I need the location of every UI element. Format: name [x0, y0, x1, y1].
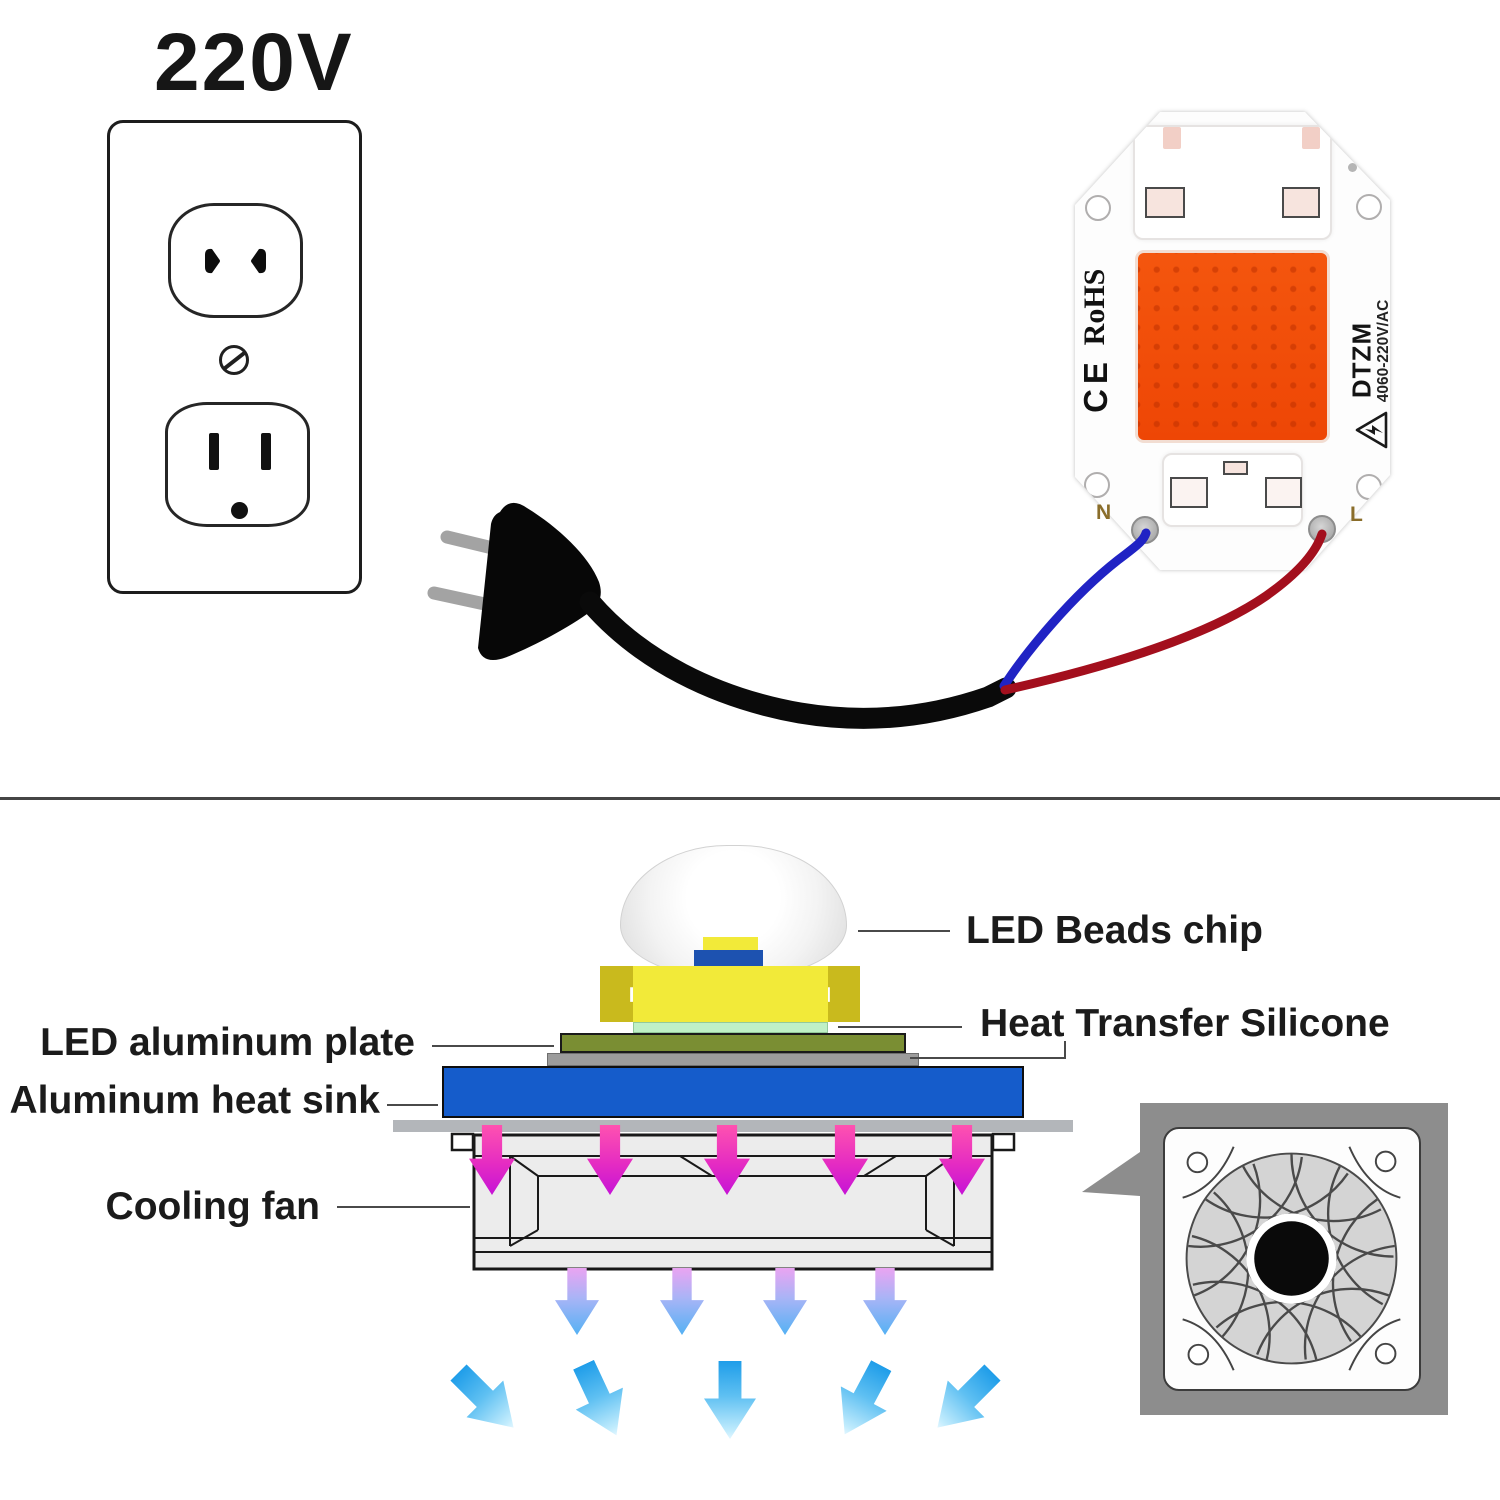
airflow-arrow: [660, 1268, 704, 1335]
component-chip: [1170, 477, 1208, 508]
mounting-hole: [1356, 194, 1382, 220]
plug-and-wires: [427, 502, 1327, 729]
wall-outlet-icon: [107, 120, 362, 594]
live-wire-red: [1000, 529, 1327, 695]
power-plug-icon: [427, 502, 1017, 729]
label-cooling-fan: Cooling fan: [105, 1185, 320, 1228]
component-pad: [1302, 127, 1320, 149]
heat-transfer-silicone-layer: [633, 1022, 828, 1033]
callout-line: [387, 1104, 438, 1106]
voltage-title: 220V: [154, 17, 354, 108]
exhaust-arrow: [822, 1353, 905, 1446]
label-heat-transfer-silicone: Heat Transfer Silicone: [980, 1002, 1390, 1045]
us-socket-ground-hole: [231, 502, 248, 519]
callout-line: [1064, 1041, 1066, 1059]
fan-blades-icon: [1182, 1146, 1401, 1371]
mounting-hole: [1085, 195, 1111, 221]
callout-line: [337, 1206, 470, 1208]
callout-line: [910, 1057, 1066, 1059]
fan-hub: [1254, 1221, 1329, 1296]
component-chip: [1145, 187, 1185, 218]
exhaust-arrow: [919, 1354, 1011, 1446]
us-socket: [165, 402, 310, 527]
terminal-l-label: L: [1350, 503, 1363, 526]
callout-line: [858, 930, 950, 932]
airflow-arrow: [863, 1268, 907, 1335]
euro-socket-slots-icon: [205, 248, 266, 274]
component-chip: [1265, 477, 1302, 508]
mounting-hole: [1084, 472, 1110, 498]
component-pad: [1163, 127, 1181, 149]
fiducial-dot: [1348, 163, 1357, 172]
us-socket-slot-right: [261, 433, 271, 470]
label-led-beads-chip: LED Beads chip: [966, 909, 1263, 952]
cob-led-emitter: [1135, 250, 1330, 443]
led-aluminum-plate-layer: [560, 1033, 906, 1053]
led-die-holder: [694, 950, 763, 967]
airflow-arrow: [555, 1268, 599, 1335]
callout-line: [838, 1026, 962, 1028]
terminal-n-label: N: [1096, 501, 1112, 524]
module-pcb: [1075, 112, 1390, 570]
led-die-chip: [703, 937, 758, 953]
component-resistor: [1223, 461, 1248, 475]
aluminum-heat-sink-layer: [442, 1066, 1024, 1118]
fan-callout-wedge: [1082, 1152, 1140, 1196]
label-aluminum-heat-sink: Aluminum heat sink: [9, 1079, 380, 1122]
power-cable: [579, 591, 1017, 729]
cooling-fan-photo: [1140, 1103, 1448, 1415]
airflow-arrow: [763, 1268, 807, 1335]
exhaust-arrow: [704, 1361, 756, 1439]
euro-socket: [168, 203, 303, 318]
component-chip: [1282, 187, 1320, 218]
section-divider: [0, 797, 1500, 800]
fan-frame: [1163, 1127, 1421, 1391]
thermal-pad-layer: [547, 1053, 919, 1066]
led-package-body: [633, 966, 828, 1022]
callout-line: [432, 1045, 554, 1047]
exhaust-arrow: [560, 1354, 640, 1447]
high-voltage-warning-icon: [1355, 411, 1388, 449]
neutral-wire-blue: [999, 528, 1151, 691]
us-socket-slot-left: [209, 433, 219, 470]
screw-icon: [219, 345, 249, 375]
exhaust-arrow: [440, 1354, 532, 1446]
label-led-aluminum-plate: LED aluminum plate: [40, 1021, 415, 1064]
wire-hole-l: [1308, 515, 1336, 543]
led-cob-module: [1075, 112, 1390, 570]
